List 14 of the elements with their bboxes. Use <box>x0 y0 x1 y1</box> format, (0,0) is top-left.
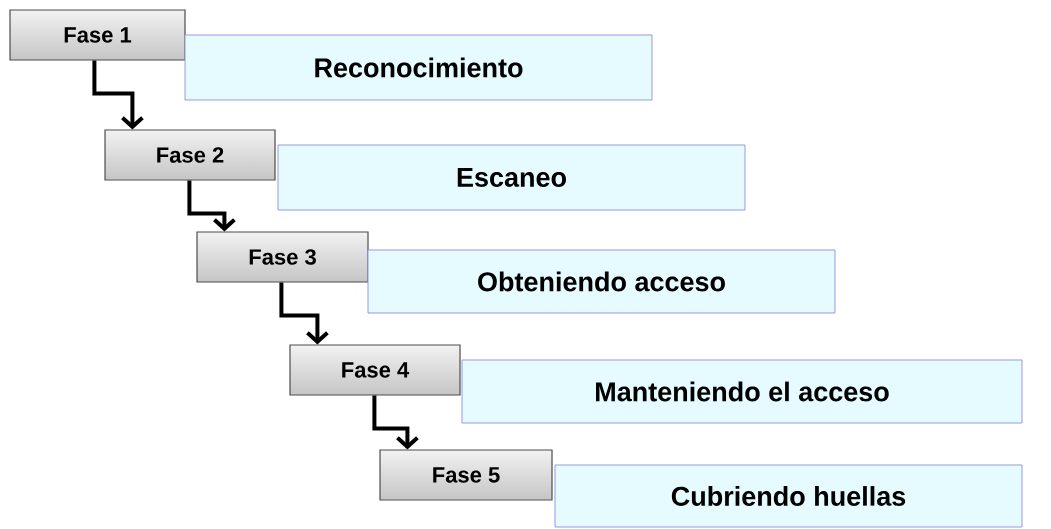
step-box: Reconocimiento <box>184 34 653 101</box>
elbow-arrow <box>92 60 144 130</box>
phase-box: Fase 1 <box>9 9 186 61</box>
elbow-arrow <box>187 180 236 232</box>
phase-box: Fase 3 <box>196 231 369 283</box>
phase-box: Fase 5 <box>379 449 553 501</box>
elbow-arrow <box>279 282 329 345</box>
step-box: Cubriendo huellas <box>554 464 1023 528</box>
step-box: Obteniendo acceso <box>367 249 836 314</box>
step-box: Manteniendo el acceso <box>461 359 1023 424</box>
phase-box: Fase 2 <box>104 129 276 181</box>
elbow-arrow <box>372 395 419 450</box>
phase-box: Fase 4 <box>289 344 461 396</box>
step-box: Escaneo <box>277 144 746 211</box>
